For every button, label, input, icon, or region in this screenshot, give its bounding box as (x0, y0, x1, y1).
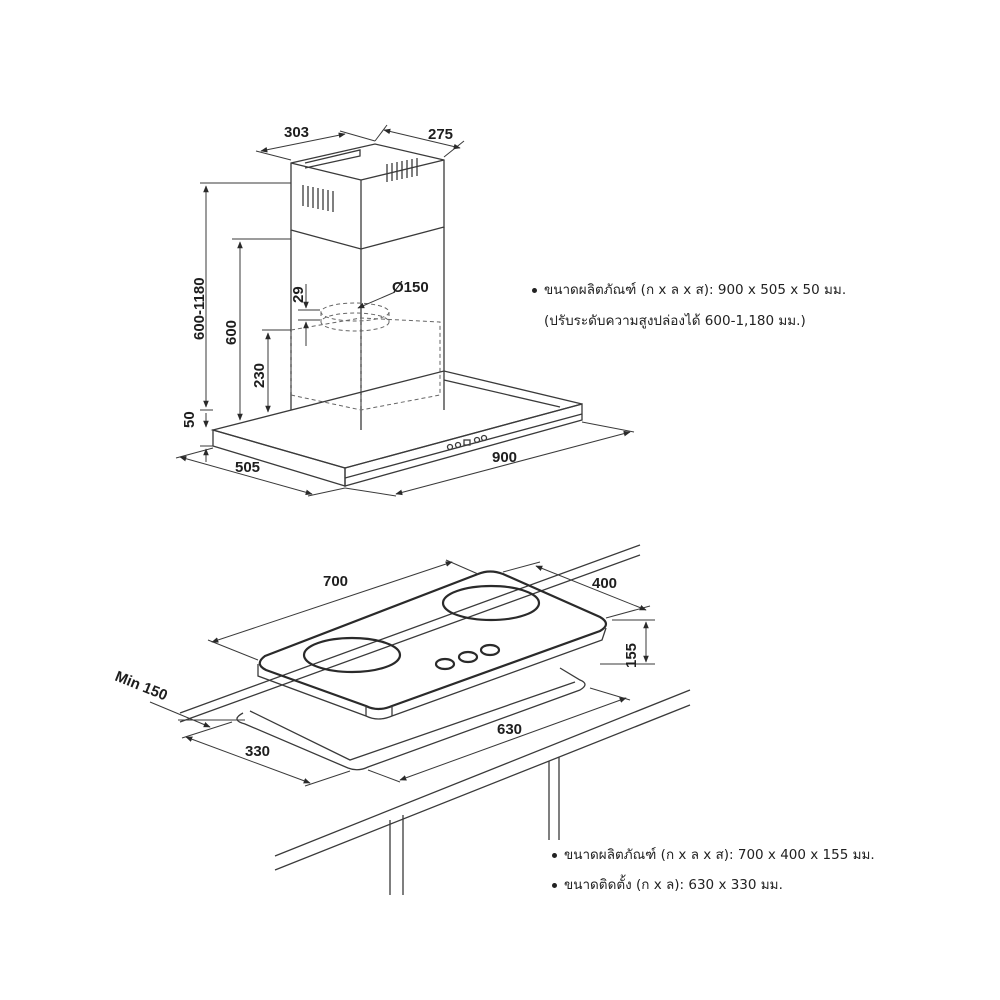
burner-left (302, 636, 402, 674)
hob-spec-size: ขนาดผลิตภัณฑ์ (ก x ล x ส): 700 x 400 x 1… (552, 843, 875, 865)
svg-text:Min 150: Min 150 (113, 668, 170, 704)
svg-text:155: 155 (623, 643, 640, 668)
dimension-cutout-width: 630 (367, 687, 631, 783)
cutout-opening (236, 667, 586, 771)
dimension-min-clearance: Min 150 (113, 668, 245, 728)
range-hood-drawing: 303 275 Ø150 600-1180 600 (175, 124, 635, 497)
dimension-hob-width: 700 (207, 559, 479, 661)
svg-text:330: 330 (245, 743, 270, 760)
dimension-cutout-depth: 330 (181, 721, 351, 787)
dimension-303: 303 (255, 124, 376, 161)
hob-spec-install: ขนาดติดตั้ง (ก x ล): 630 x 330 มม. (552, 873, 783, 895)
bullet-icon (552, 852, 557, 858)
svg-text:630: 630 (497, 721, 522, 738)
hob-spec-install-text: ขนาดติดตั้ง (ก x ล): 630 x 330 มม. (564, 877, 783, 893)
dimension-body-thickness: 50 (181, 411, 213, 462)
dimension-lower-chimney: 230 (251, 329, 291, 413)
dimension-hood-width: 900 (344, 421, 635, 497)
svg-text:400: 400 (592, 575, 617, 592)
svg-text:Ø150: Ø150 (392, 279, 429, 296)
svg-text:505: 505 (235, 459, 260, 476)
dimension-total-height: 600-1180 (191, 182, 291, 411)
svg-text:600: 600 (223, 320, 240, 345)
hood-spec-size: ขนาดผลิตภัณฑ์ (ก x ล x ส): 900 x 505 x 5… (532, 278, 846, 300)
dimension-hood-depth: 505 (175, 447, 346, 497)
control-knobs (434, 643, 501, 671)
svg-text:29: 29 (290, 286, 307, 303)
dimension-275: 275 (374, 124, 465, 158)
svg-text:275: 275 (428, 126, 453, 143)
svg-text:230: 230 (251, 363, 268, 388)
hob-body (257, 570, 608, 720)
svg-text:303: 303 (284, 124, 309, 141)
hood-spec-size-text: ขนาดผลิตภัณฑ์ (ก x ล x ส): 900 x 505 x 5… (544, 282, 847, 298)
hob-spec-size-text: ขนาดผลิตภัณฑ์ (ก x ล x ส): 700 x 400 x 1… (564, 847, 875, 863)
hood-spec-adjust-text: (ปรับระดับความสูงปล่องได้ 600-1,180 มม.) (544, 313, 806, 329)
bullet-icon (532, 287, 537, 293)
svg-text:900: 900 (492, 449, 517, 466)
dimension-hob-depth: 400 (502, 561, 651, 619)
dimension-duct-diameter: Ø150 (357, 279, 429, 309)
svg-text:50: 50 (181, 411, 198, 428)
chimney-vent-right (386, 158, 418, 182)
bullet-icon (552, 882, 557, 888)
svg-text:600-1180: 600-1180 (191, 277, 208, 340)
dimension-outlet-offset: 29 (290, 284, 320, 346)
burner-right (441, 584, 541, 622)
hood-spec-adjust: (ปรับระดับความสูงปล่องได้ 600-1,180 มม.) (544, 309, 806, 331)
hidden-duct-outline (290, 302, 441, 411)
svg-text:700: 700 (323, 573, 348, 590)
dimension-hob-height: 155 (600, 619, 655, 668)
chimney-vent-left (302, 185, 334, 212)
dimension-chimney-height: 600 (223, 238, 291, 421)
